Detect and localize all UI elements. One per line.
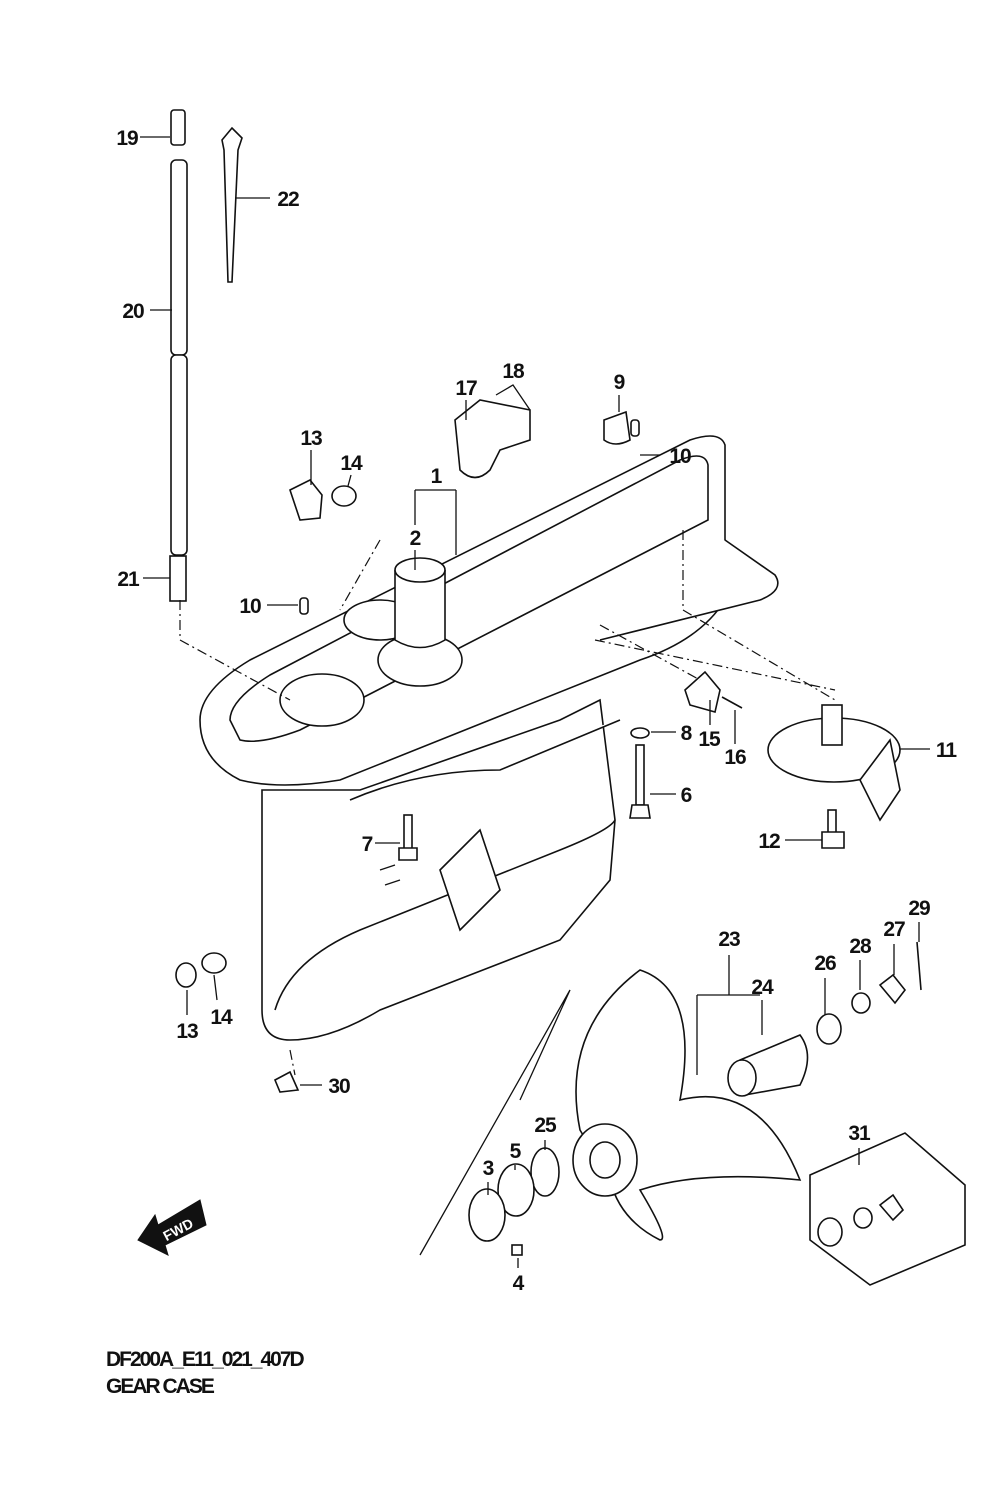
callout-28: 28: [849, 935, 872, 958]
callout-22: 22: [277, 188, 299, 211]
leader-lines: [140, 136, 930, 1268]
diagram-title: GEAR CASE: [106, 1375, 215, 1398]
callout-18: 18: [502, 360, 525, 383]
callout-20: 20: [122, 300, 144, 323]
callout-19: 19: [116, 127, 138, 150]
callout-30: 30: [328, 1075, 350, 1098]
gear-case-drawing: [199, 435, 779, 1041]
callout-3: 3: [483, 1157, 494, 1180]
callout-13: 13: [176, 1020, 198, 1043]
callout-9: 9: [614, 371, 625, 394]
fwd-direction-arrow: FWD: [137, 1199, 207, 1256]
callout-16: 16: [724, 746, 746, 769]
callout-11: 11: [936, 739, 958, 762]
callout-29: 29: [908, 897, 930, 920]
callout-1: 1: [431, 465, 443, 488]
callout-10: 10: [239, 595, 261, 618]
callout-17: 17: [455, 377, 477, 400]
callout-13: 13: [300, 427, 322, 450]
callout-4: 4: [513, 1272, 525, 1295]
callout-26: 26: [814, 952, 836, 975]
callout-31: 31: [848, 1122, 871, 1145]
callout-21: 21: [117, 568, 140, 591]
callout-15: 15: [698, 728, 721, 751]
callout-24: 24: [751, 976, 774, 999]
callout-6: 6: [681, 784, 692, 807]
drive-shaft-drawing: [169, 109, 901, 1093]
callout-25: 25: [534, 1114, 557, 1137]
callout-14: 14: [210, 1006, 233, 1029]
diagram-code: DF200A_E11_021_407D: [106, 1348, 305, 1371]
callout-8: 8: [681, 722, 693, 745]
callout-10: 10: [669, 445, 691, 468]
callout-23: 23: [718, 928, 740, 951]
callout-5: 5: [510, 1140, 522, 1163]
propeller-drawing: [468, 941, 966, 1286]
callout-2: 2: [410, 527, 421, 550]
callout-7: 7: [362, 833, 373, 856]
callout-12: 12: [758, 830, 780, 853]
callout-27: 27: [883, 918, 905, 941]
callout-14: 14: [340, 452, 363, 475]
